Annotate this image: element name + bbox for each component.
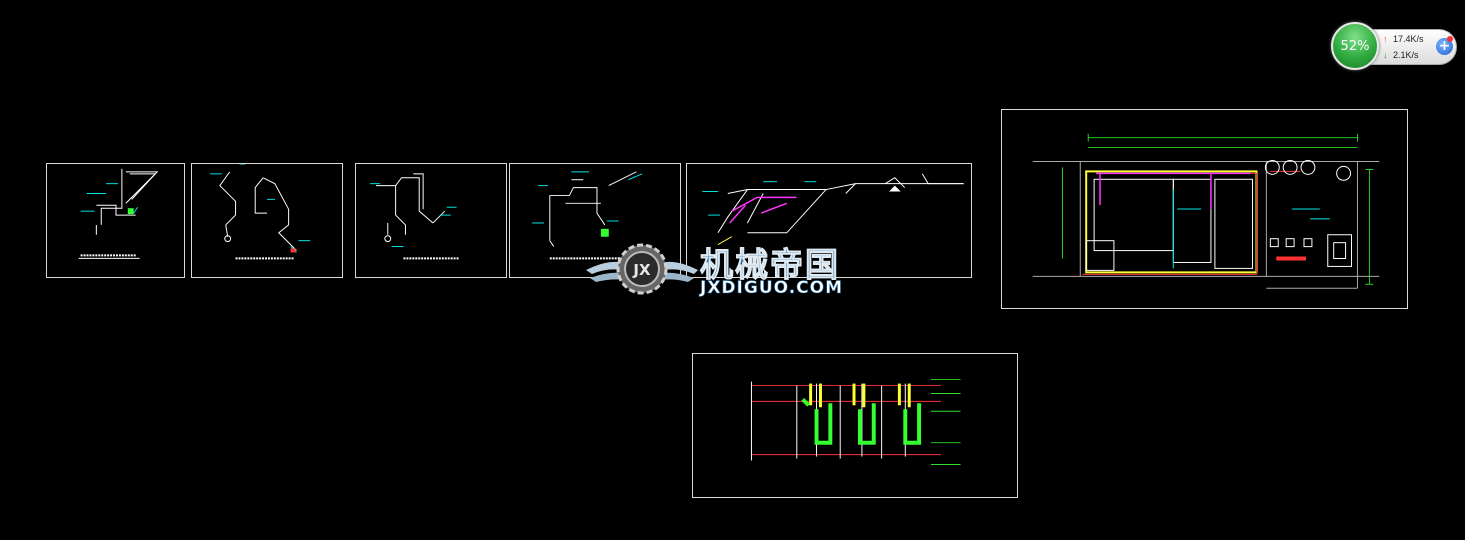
piping-isometric-2 <box>210 164 311 260</box>
piping-isometric-5 <box>702 173 964 246</box>
section-elevation-drawing <box>750 379 961 465</box>
up-arrow-icon: ↑ <box>1383 34 1388 44</box>
upload-speed: ↑ 17.4K/s <box>1383 34 1424 44</box>
piping-isometric-1 <box>78 168 159 259</box>
drawing-sheet-1[interactable] <box>46 163 185 278</box>
notification-dot <box>1447 36 1453 42</box>
drawing-sheet-section[interactable] <box>692 353 1018 498</box>
drawing-sheet-plan[interactable] <box>1001 109 1408 309</box>
down-arrow-icon: ↓ <box>1383 50 1388 60</box>
gear-wings-logo-icon: JX <box>586 243 698 295</box>
upload-speed-value: 17.4K/s <box>1393 34 1424 44</box>
drawing-sheet-2[interactable] <box>191 163 343 278</box>
drawing-sheet-3[interactable] <box>355 163 507 278</box>
watermark-chinese-text: 机械帝国 <box>700 245 840 285</box>
memory-usage-ball[interactable]: 52% <box>1331 22 1379 70</box>
svg-text:JX: JX <box>632 261 651 279</box>
floor-plan-drawing <box>1032 133 1380 289</box>
download-speed: ↓ 2.1K/s <box>1383 50 1419 60</box>
network-speed-widget[interactable]: 52% ↑ 17.4K/s ↓ 2.1K/s + <box>1331 22 1459 72</box>
drawing-sheet-5[interactable] <box>686 163 972 278</box>
watermark: JX 机械帝国 JXDIGUO.COM <box>584 236 884 302</box>
usage-percent: 52% <box>1340 38 1370 54</box>
download-speed-value: 2.1K/s <box>1393 50 1419 60</box>
plus-icon[interactable]: + <box>1436 38 1453 55</box>
piping-isometric-3 <box>370 173 459 260</box>
watermark-domain-text: JXDIGUO.COM <box>700 278 844 299</box>
